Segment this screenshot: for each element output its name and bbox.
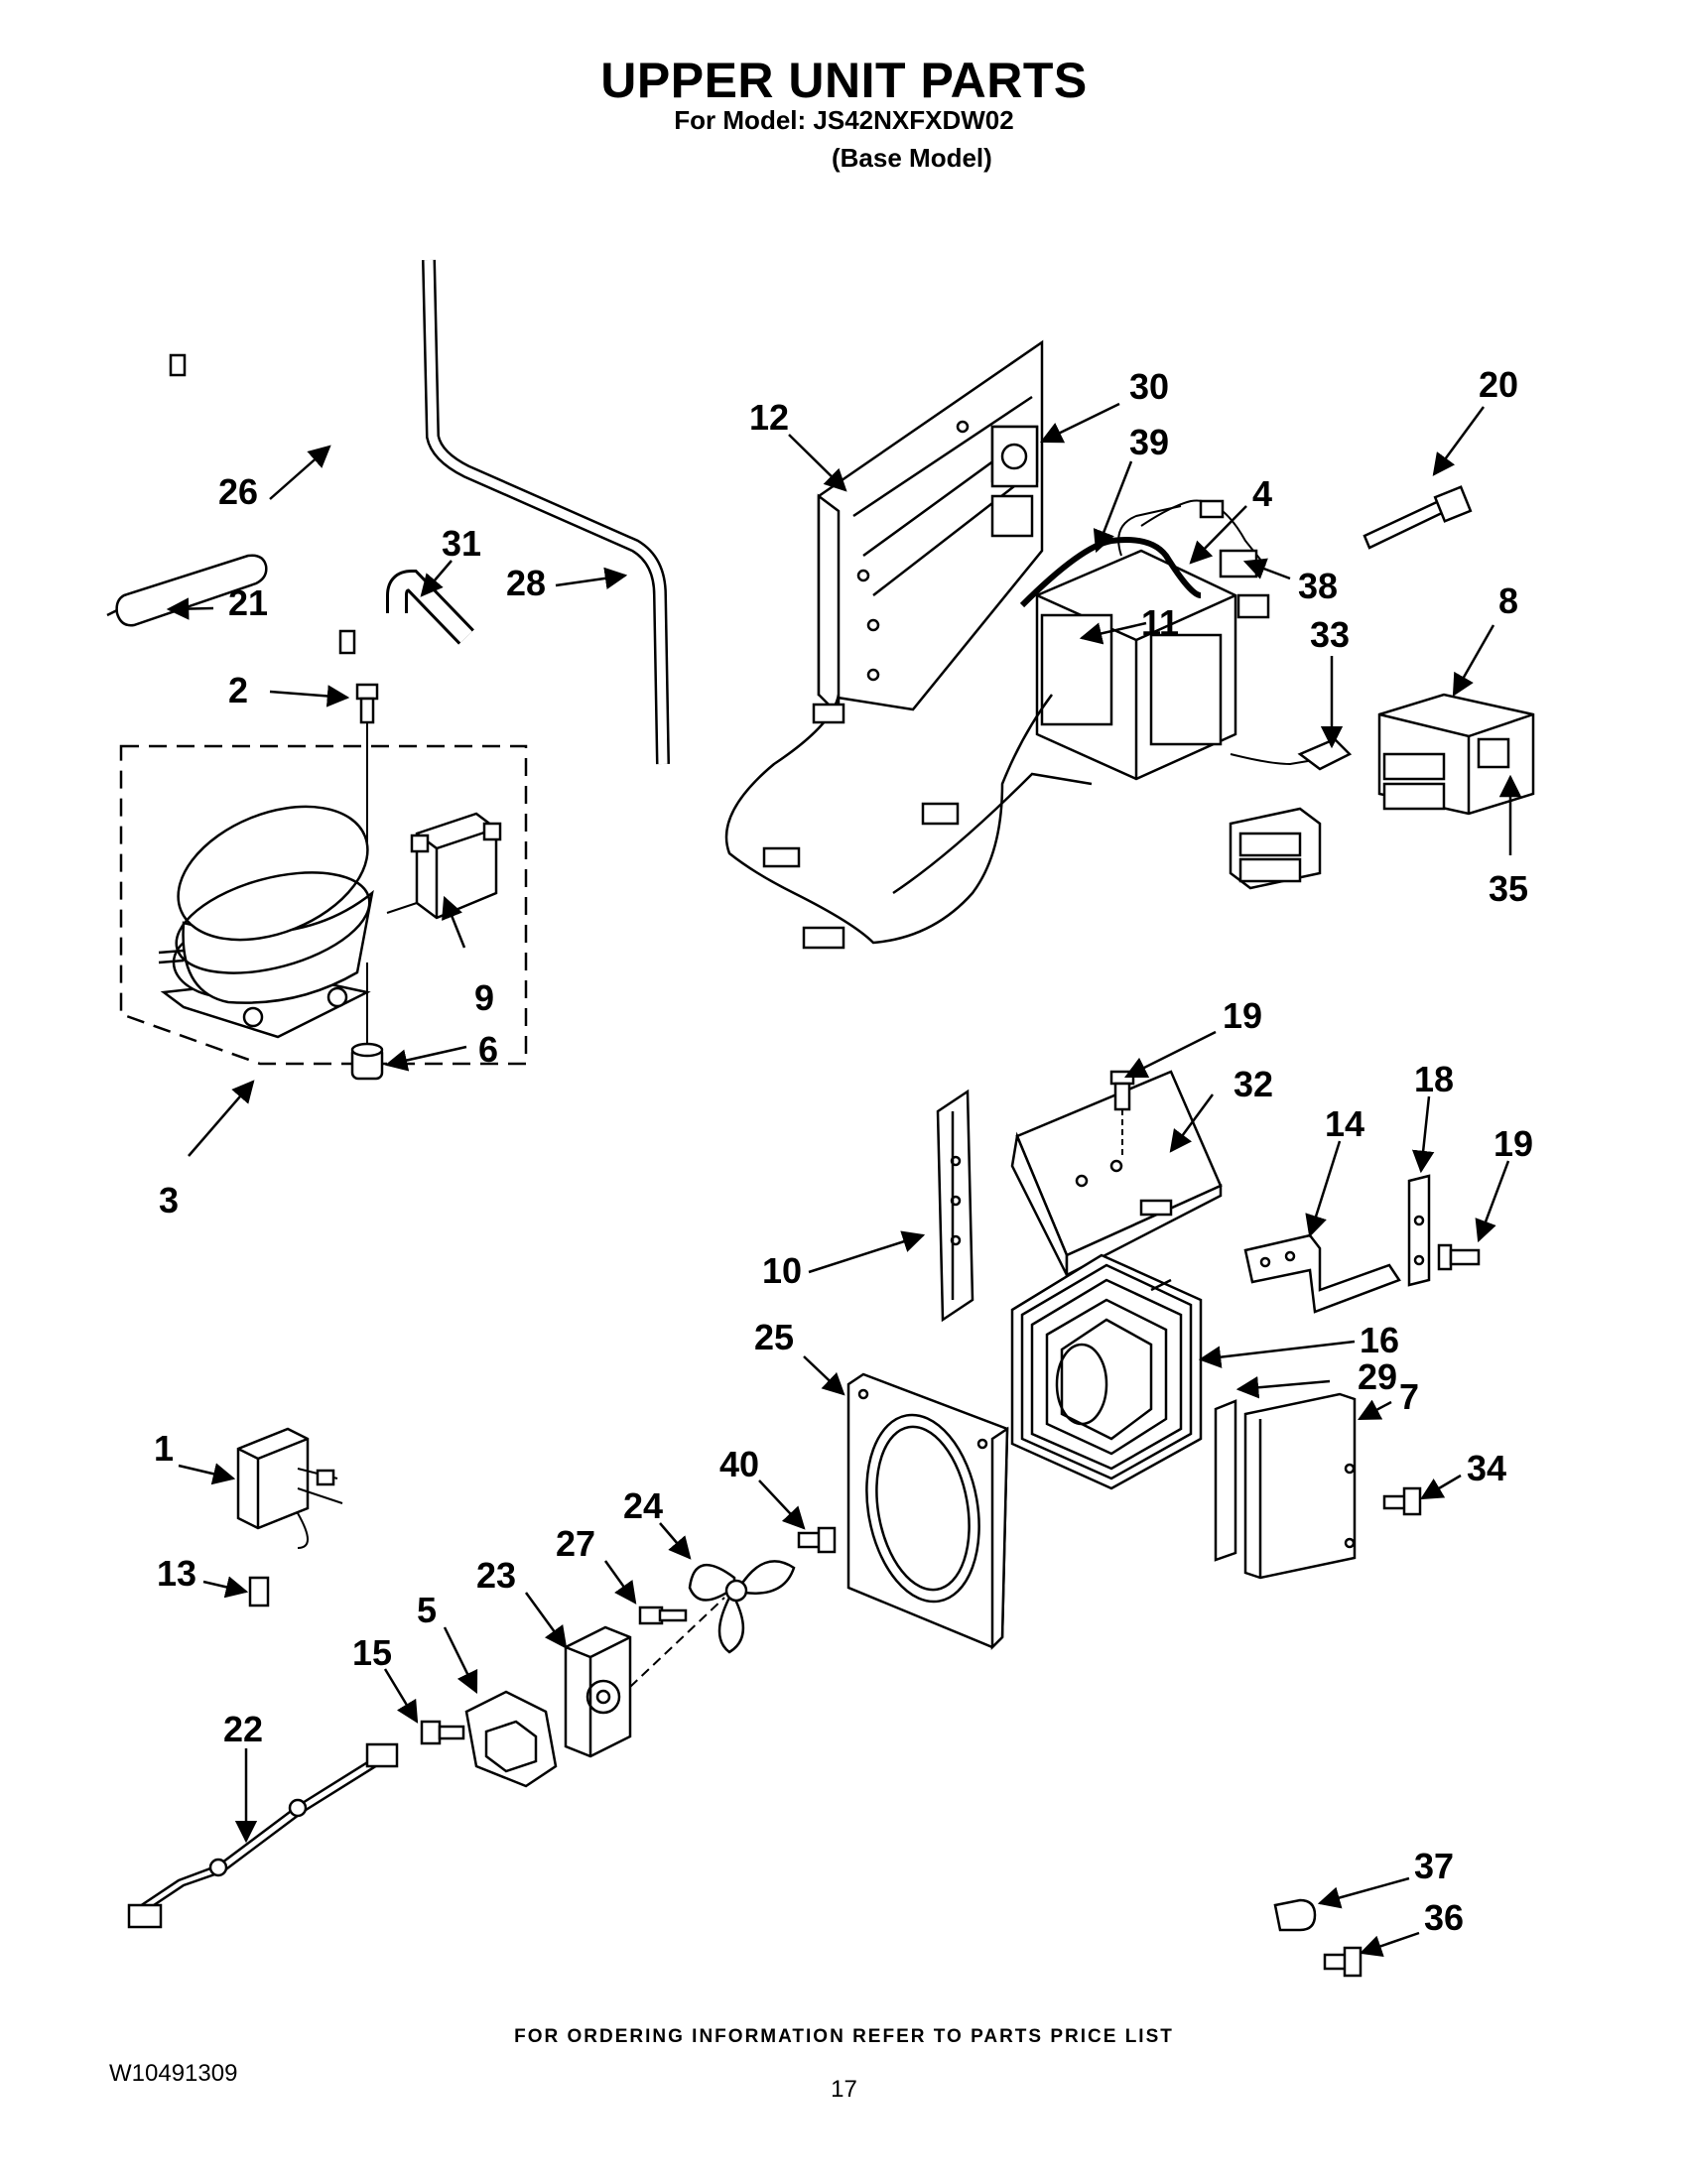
fan-blade-24 — [688, 1560, 796, 1654]
callout-3: 3 — [159, 1180, 179, 1220]
bracket-10 — [936, 1089, 974, 1323]
fan-motor-23 — [564, 1625, 632, 1758]
callout-31: 31 — [442, 523, 481, 564]
bracket-14 — [1243, 1233, 1401, 1314]
callout-30: 30 — [1129, 366, 1169, 407]
callout-20: 20 — [1479, 364, 1518, 405]
part-1 — [236, 1427, 343, 1549]
callout-13: 13 — [157, 1553, 196, 1594]
screw-34 — [1382, 1486, 1422, 1516]
cable-tie-20 — [1363, 485, 1473, 550]
model-line: For Model: JS42NXFXDW02 — [674, 105, 1014, 135]
callout-38: 38 — [1298, 566, 1338, 606]
drier-21 — [106, 554, 268, 627]
callout-11: 11 — [1141, 602, 1179, 643]
callout-25: 25 — [754, 1317, 794, 1357]
callout-35: 35 — [1489, 868, 1528, 909]
screw-36 — [1323, 1946, 1363, 1978]
grommet-6 — [350, 963, 384, 1081]
screw-15 — [420, 1720, 465, 1745]
callout-21: 21 — [228, 582, 268, 623]
motor-bracket-5 — [464, 1690, 558, 1788]
tube-26 — [169, 332, 356, 655]
leader-lines — [166, 402, 1522, 1958]
callout-19-top: 19 — [1223, 995, 1262, 1036]
seal-strip-29 — [1214, 1399, 1237, 1562]
callout-16: 16 — [1360, 1320, 1399, 1360]
callout-24: 24 — [623, 1485, 663, 1526]
callout-18: 18 — [1414, 1059, 1454, 1099]
ordering-note: FOR ORDERING INFORMATION REFER TO PARTS … — [514, 2026, 1174, 2047]
outlet-cover-8 — [1377, 693, 1535, 816]
callout-15: 15 — [352, 1632, 392, 1673]
callout-29: 29 — [1358, 1356, 1397, 1397]
callout-4: 4 — [1252, 473, 1272, 514]
document-id: W10491309 — [109, 2060, 238, 2087]
callout-8: 8 — [1498, 580, 1518, 621]
callout-labels: 26 21 31 28 2 3 9 6 12 30 39 4 38 11 33 … — [154, 364, 1533, 1938]
callout-23: 23 — [476, 1555, 516, 1596]
compressor — [158, 805, 374, 1039]
start-relay-9 — [386, 812, 502, 920]
callout-33: 33 — [1310, 614, 1350, 655]
callout-26: 26 — [218, 471, 258, 512]
strap-18 — [1407, 1174, 1431, 1287]
control-board-11 — [1019, 505, 1237, 781]
screw-19-right — [1437, 1243, 1481, 1271]
callout-10: 10 — [762, 1250, 802, 1291]
page-number: 17 — [831, 2076, 857, 2103]
callout-37: 37 — [1414, 1846, 1454, 1886]
fan-axis-line — [629, 1597, 725, 1688]
base-model-label: (Base Model) — [832, 143, 992, 173]
condenser-coil-16 — [1010, 1253, 1203, 1490]
clamp-37 — [1273, 1898, 1317, 1932]
callout-7: 7 — [1399, 1376, 1419, 1417]
control-mounting-plate-12 — [817, 339, 1044, 718]
callout-1: 1 — [154, 1428, 174, 1469]
fan-shroud-25 — [846, 1372, 1009, 1651]
wire-harness-39 — [724, 694, 1054, 945]
hose-31 — [386, 569, 474, 645]
callout-22: 22 — [223, 1709, 263, 1749]
condenser-panel-7 — [1243, 1392, 1357, 1580]
callout-19-right: 19 — [1493, 1123, 1533, 1164]
callout-6: 6 — [478, 1029, 498, 1070]
screw-2 — [355, 683, 379, 853]
callout-27: 27 — [556, 1523, 595, 1564]
callout-40: 40 — [719, 1444, 759, 1484]
part-13 — [248, 1576, 270, 1607]
callout-2: 2 — [228, 670, 248, 710]
receptacle-box-lower — [1229, 807, 1322, 890]
wire-harness-22 — [127, 1742, 399, 1929]
callout-5: 5 — [417, 1590, 437, 1630]
page-title: UPPER UNIT PARTS — [600, 53, 1088, 108]
callout-34: 34 — [1467, 1448, 1506, 1488]
callout-39: 39 — [1129, 422, 1169, 462]
callout-12: 12 — [749, 397, 789, 438]
callout-36: 36 — [1424, 1897, 1464, 1938]
callout-32: 32 — [1234, 1064, 1273, 1104]
callout-14: 14 — [1325, 1103, 1364, 1144]
screw-40 — [797, 1526, 837, 1554]
callout-28: 28 — [506, 563, 546, 603]
tube-28 — [422, 259, 670, 765]
screw-27 — [638, 1606, 688, 1625]
component-30 — [990, 425, 1039, 488]
compressor-assembly-outline — [119, 744, 528, 1066]
callout-9: 9 — [474, 977, 494, 1018]
